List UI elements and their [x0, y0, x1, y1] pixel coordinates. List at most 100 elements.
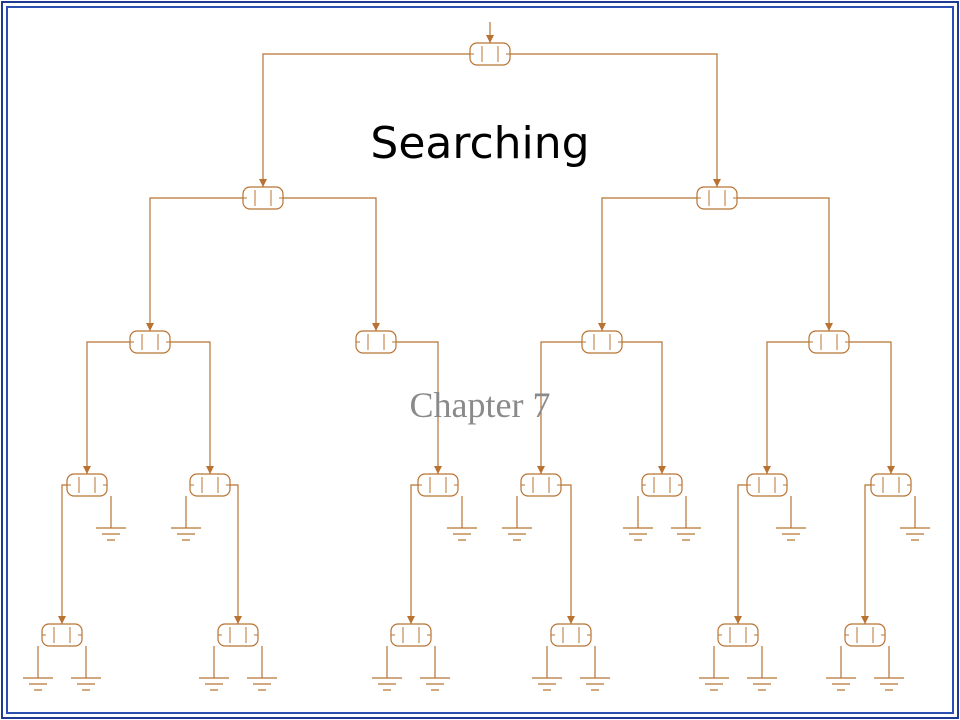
wire-r-a: [262, 53, 470, 187]
node-a1: [129, 330, 171, 354]
arrowhead-c4: [537, 466, 545, 474]
node-mark-c4: [521, 477, 561, 493]
wire-a-a2: [283, 197, 377, 331]
ground-c1-right: [96, 496, 126, 541]
node-mark-c1: [67, 477, 107, 493]
node-d4: [550, 623, 592, 647]
node-mark-d4: [551, 627, 591, 643]
ground-c7-right: [900, 496, 930, 541]
ground-d5-left: [699, 646, 729, 691]
wire-b-b1: [601, 197, 697, 331]
ground-d1-left: [23, 646, 53, 691]
node-c4: [520, 473, 562, 497]
wire-r-b: [510, 53, 718, 187]
wire-a1-c1: [86, 341, 130, 474]
node-b1: [581, 330, 623, 354]
node-b: [696, 186, 738, 210]
wire-c4-d4: [561, 484, 572, 624]
node-c7: [870, 473, 912, 497]
node-mark-c7: [871, 477, 911, 493]
arrowhead-d2: [234, 616, 242, 624]
ground-d3-left: [372, 646, 402, 691]
arrowhead-c2: [206, 466, 214, 474]
slide-title: Searching: [370, 118, 590, 169]
root-incoming-arrowhead: [486, 35, 494, 43]
node-mark-c6: [747, 477, 787, 493]
node-a: [242, 186, 284, 210]
node-mark-c2: [190, 477, 230, 493]
ground-d4-left: [532, 646, 562, 691]
node-mark-d1: [42, 627, 82, 643]
ground-c5-left: [623, 496, 653, 541]
node-d3: [390, 623, 432, 647]
arrowhead-a2: [372, 323, 380, 331]
wire-b2-c6: [766, 341, 809, 474]
node-c3: [417, 473, 459, 497]
wire-c7-d6: [864, 484, 871, 624]
node-mark-b2: [809, 334, 849, 350]
wire-a2-c3: [396, 341, 439, 474]
node-mark-b: [697, 190, 737, 206]
node-mark-b1: [582, 334, 622, 350]
ground-d2-left: [199, 646, 229, 691]
arrowhead-c1: [83, 466, 91, 474]
ground-d6-right: [874, 646, 904, 691]
ground-c2-left: [171, 496, 201, 541]
arrowhead-d4: [567, 616, 575, 624]
wire-c1-d1: [61, 484, 67, 624]
node-mark-c5: [642, 477, 682, 493]
wire-c3-d3: [410, 484, 418, 624]
node-mark-d2: [218, 627, 258, 643]
arrowhead-d6: [861, 616, 869, 624]
wire-b1-c4: [540, 341, 582, 474]
node-mark-a: [243, 190, 283, 206]
node-d6: [844, 623, 886, 647]
ground-d5-right: [747, 646, 777, 691]
node-r: [469, 42, 511, 66]
arrowhead-b1: [598, 323, 606, 331]
arrowhead-a1: [146, 323, 154, 331]
wire-b1-c5: [622, 341, 663, 474]
wire-c6-d5: [737, 484, 747, 624]
ground-c3-right: [447, 496, 477, 541]
wire-b-b2: [737, 197, 830, 331]
node-d1: [41, 623, 83, 647]
wire-a1-c2: [170, 341, 211, 474]
arrowhead-c3: [434, 466, 442, 474]
node-a2: [355, 330, 397, 354]
slide-frame-inner: [6, 6, 954, 714]
node-c2: [189, 473, 231, 497]
node-mark-a1: [130, 334, 170, 350]
arrowhead-b2: [825, 323, 833, 331]
wire-a-a1: [149, 197, 243, 331]
node-mark-d3: [391, 627, 431, 643]
node-d2: [217, 623, 259, 647]
arrowhead-d3: [407, 616, 415, 624]
node-mark-d6: [845, 627, 885, 643]
node-mark-d5: [718, 627, 758, 643]
arrowhead-c6: [763, 466, 771, 474]
node-mark-r: [470, 46, 510, 62]
node-mark-c3: [418, 477, 458, 493]
ground-c5-right: [671, 496, 701, 541]
arrowhead-b: [713, 179, 721, 187]
ground-c4-left: [502, 496, 532, 541]
ground-c6-right: [776, 496, 806, 541]
arrowhead-d1: [58, 616, 66, 624]
node-c6: [746, 473, 788, 497]
node-c1: [66, 473, 108, 497]
node-d5: [717, 623, 759, 647]
node-b2: [808, 330, 850, 354]
ground-d1-right: [71, 646, 101, 691]
wire-c2-d2: [230, 484, 239, 624]
arrowhead-a: [259, 179, 267, 187]
ground-d6-left: [826, 646, 856, 691]
ground-d2-right: [247, 646, 277, 691]
node-c5: [641, 473, 683, 497]
node-mark-a2: [356, 334, 396, 350]
wire-b2-c7: [849, 341, 892, 474]
slide-subtitle: Chapter 7: [409, 385, 551, 425]
arrowhead-c7: [887, 466, 895, 474]
arrowhead-c5: [658, 466, 666, 474]
